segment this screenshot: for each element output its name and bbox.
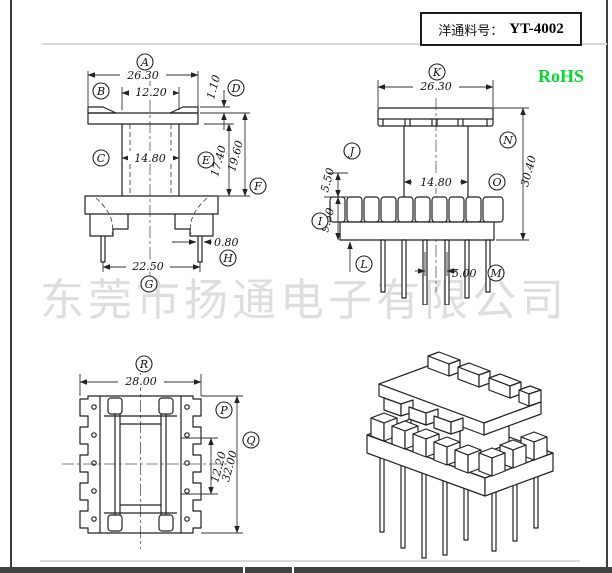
balloon-K-letter: K (432, 66, 442, 79)
balloon-E-letter: E (201, 154, 210, 167)
balloon-Q (242, 431, 260, 449)
front-view-dimensions: 26.30 A 12.20 B 14.80 C E 1.10 D 17.40 1… (87, 53, 267, 293)
dim-R-value: 28.00 (124, 375, 157, 388)
balloon-M (487, 264, 505, 282)
dim-E-value: 17.40 (208, 144, 229, 178)
top-view-geometry (62, 358, 230, 549)
dim-M-value: 5.00 (452, 267, 477, 280)
balloon-R (135, 355, 153, 373)
part-number-value: YT-4002 (509, 20, 564, 37)
balloon-G-letter: G (145, 278, 154, 291)
side-view-drawing: 26.30 K 30.40 N 14.80 O 5.50 J 9.50 I L … (311, 63, 539, 305)
balloon-N (499, 131, 517, 149)
title-block-divider (292, 567, 294, 573)
balloon-M-letter: M (489, 267, 502, 280)
balloon-D-letter: D (231, 82, 241, 95)
side-view-geometry (329, 98, 504, 305)
watermark-text: 东莞市扬通电子有限公司 (40, 276, 568, 325)
balloon-J (343, 142, 361, 160)
balloon-I (311, 212, 329, 230)
balloon-O-letter: O (492, 176, 501, 189)
balloon-H (219, 249, 237, 267)
footer-divider-rule (40, 560, 580, 562)
balloon-H-letter: H (222, 252, 233, 265)
left-frame-line (10, 0, 12, 573)
balloon-E (197, 151, 215, 169)
balloon-L-letter: L (359, 258, 367, 271)
dim-D-value: 1.10 (204, 74, 223, 101)
front-view-drawing: 26.30 A 12.20 B 14.80 C E 1.10 D 17.40 1… (84, 53, 267, 293)
balloon-D (227, 79, 245, 97)
balloon-R-letter: R (139, 358, 148, 371)
part-number-label: 洋通料号： (438, 22, 504, 38)
dim-H-value: 0.80 (214, 236, 239, 249)
balloon-C-letter: C (97, 152, 106, 165)
balloon-J-letter: J (348, 145, 355, 158)
dim-G-value: 22.50 (131, 260, 164, 273)
balloon-O (488, 173, 506, 191)
part-number-box: 洋通料号： YT-4002 (420, 12, 582, 46)
balloon-G (140, 275, 158, 293)
balloon-C (92, 149, 110, 167)
dim-K-value: 26.30 (419, 80, 452, 93)
balloon-Q-letter: Q (246, 434, 255, 447)
balloon-B (92, 82, 110, 100)
right-frame-line (606, 0, 608, 573)
balloon-P-letter: P (219, 404, 228, 417)
title-block-bar (0, 567, 612, 573)
title-block-divider (243, 567, 245, 573)
dim-A-value: 26.30 (126, 69, 159, 82)
isometric-geometry (366, 351, 554, 559)
header-divider-rule (42, 43, 607, 45)
balloon-F-letter: F (253, 180, 262, 193)
balloon-N-letter: N (502, 134, 513, 147)
dim-N-value: 30.40 (518, 154, 539, 188)
balloon-A-letter: A (140, 56, 149, 69)
balloon-P (215, 401, 233, 419)
dim-C-value: 14.80 (134, 152, 166, 165)
dim-O-value: 14.80 (420, 176, 452, 189)
balloon-B-letter: B (96, 85, 105, 98)
dim-J-value: 5.50 (318, 167, 337, 194)
balloon-K (428, 63, 446, 81)
top-view-dimensions: 28.00 R 12.20 P 32.00 Q (79, 355, 260, 534)
balloon-L (355, 255, 373, 273)
isometric-view-drawing (366, 351, 554, 559)
balloon-A (136, 53, 154, 71)
top-view-drawing: 28.00 R 12.20 P 32.00 Q (62, 355, 260, 549)
rohs-badge: RoHS (538, 66, 585, 86)
balloon-I-letter: I (317, 215, 323, 228)
balloon-F (249, 177, 267, 195)
dim-B-value: 12.20 (135, 86, 167, 99)
dim-F-value: 19.60 (225, 139, 246, 173)
